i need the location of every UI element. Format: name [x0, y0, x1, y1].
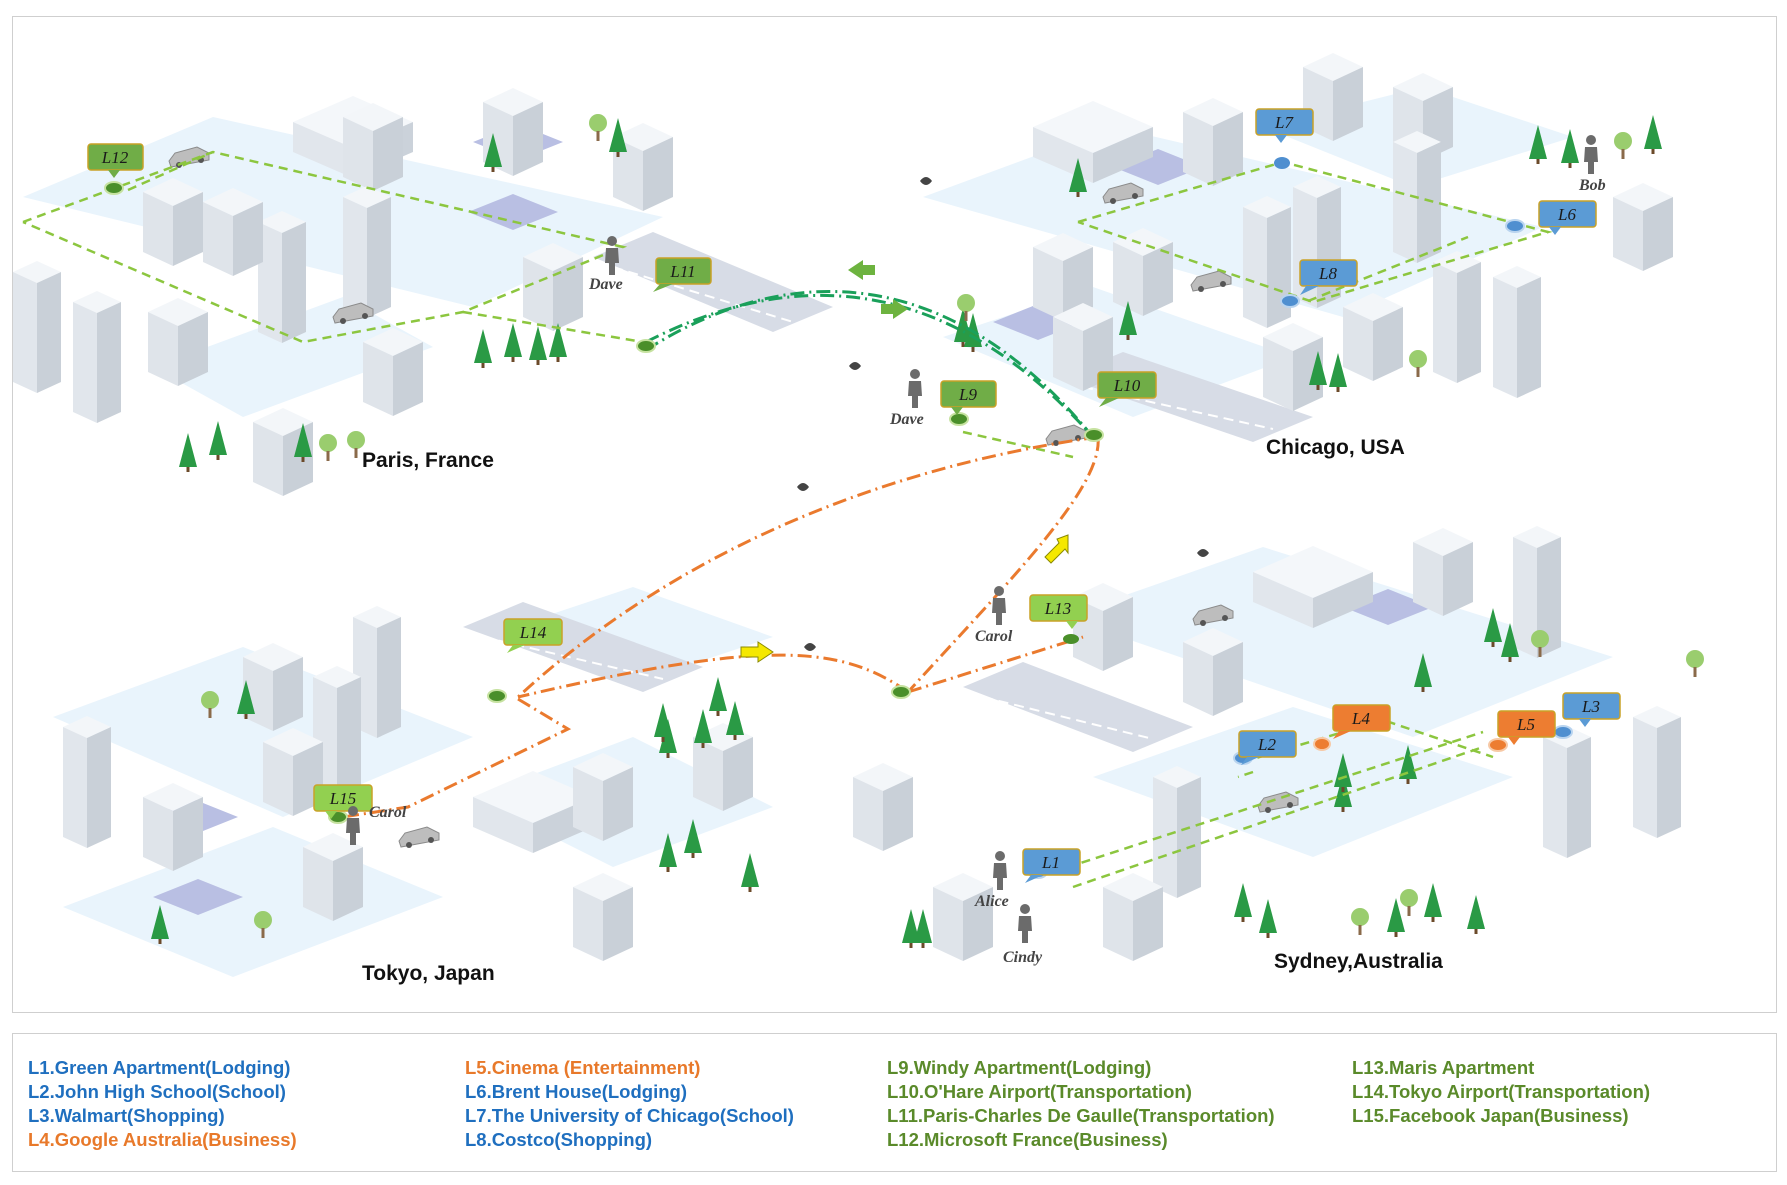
- svg-text:L9: L9: [958, 385, 977, 404]
- tag-L3[interactable]: L3: [1562, 692, 1621, 727]
- legend-column-4: L13.Maris Apartment L14.Tokyo Airport(Tr…: [1352, 1056, 1650, 1128]
- tag-L12[interactable]: L12: [87, 143, 144, 178]
- legend-item: L4.Google Australia(Business): [28, 1129, 297, 1150]
- city-label-sydney: Sydney,Australia: [1274, 950, 1443, 973]
- person-cindy: Cindy: [1003, 949, 1043, 966]
- person-alice: Alice: [974, 893, 1009, 910]
- legend-item: L2.John High School(School): [28, 1081, 286, 1102]
- direction-arrows: [740, 260, 1069, 663]
- person-dave-chicago: Dave: [889, 411, 924, 428]
- tag-L10[interactable]: L10: [1097, 371, 1157, 407]
- legend-item: L10.O'Hare Airport(Transportation): [887, 1081, 1192, 1102]
- tag-L14[interactable]: L14: [503, 618, 563, 653]
- tag-L4[interactable]: L4: [1332, 704, 1391, 739]
- city-label-paris: Paris, France: [362, 449, 494, 472]
- legend-item: L13.Maris Apartment: [1352, 1057, 1535, 1078]
- svg-text:L12: L12: [101, 148, 129, 167]
- svg-text:L8: L8: [1318, 264, 1337, 283]
- svg-text:L3: L3: [1581, 697, 1600, 716]
- legend-item: L1.Green Apartment(Lodging): [28, 1057, 291, 1078]
- location-tags: L12 L11 L9 L10 L7 L6: [87, 108, 1621, 883]
- svg-text:L5: L5: [1516, 715, 1535, 734]
- person-carol-tokyo: Carol: [369, 804, 407, 821]
- svg-text:L11: L11: [669, 262, 695, 281]
- legend-item: L7.The University of Chicago(School): [465, 1105, 794, 1126]
- legend-item: L12.Microsoft France(Business): [887, 1129, 1168, 1150]
- tag-L5[interactable]: L5: [1497, 710, 1556, 745]
- route-paris-chicago: [645, 290, 1095, 438]
- svg-text:L14: L14: [519, 623, 547, 642]
- person-bob: Bob: [1578, 177, 1606, 194]
- legend-item: L11.Paris-Charles De Gaulle(Transportati…: [887, 1105, 1275, 1126]
- legend: L1.Green Apartment(Lodging) L2.John High…: [12, 1033, 1777, 1172]
- legend-item: L6.Brent House(Lodging): [465, 1081, 687, 1102]
- city-label-chicago: Chicago, USA: [1266, 436, 1405, 459]
- route-orange: [342, 435, 1100, 819]
- svg-text:L2: L2: [1257, 735, 1276, 754]
- legend-item: L3.Walmart(Shopping): [28, 1105, 225, 1126]
- tag-L9[interactable]: L9: [940, 380, 997, 415]
- person-carol-sydney: Carol: [975, 628, 1013, 645]
- svg-text:L10: L10: [1113, 376, 1141, 395]
- legend-column-3: L9.Windy Apartment(Lodging) L10.O'Hare A…: [887, 1056, 1275, 1152]
- svg-text:L4: L4: [1351, 709, 1370, 728]
- legend-item: L14.Tokyo Airport(Transportation): [1352, 1081, 1651, 1102]
- svg-text:L13: L13: [1044, 599, 1071, 618]
- legend-item: L9.Windy Apartment(Lodging): [887, 1057, 1152, 1078]
- legend-item: L5.Cinema (Entertainment): [465, 1057, 701, 1078]
- svg-text:L1: L1: [1041, 853, 1060, 872]
- map-illustration: L12 L11 L9 L10 L7 L6: [12, 16, 1777, 1013]
- legend-column-1: L1.Green Apartment(Lodging) L2.John High…: [28, 1056, 297, 1152]
- tag-L8[interactable]: L8: [1299, 259, 1358, 295]
- legend-item: L15.Facebook Japan(Business): [1352, 1105, 1629, 1126]
- tag-L7[interactable]: L7: [1255, 108, 1314, 143]
- people: Dave Dave Bob Carol Carol Alice Cindy: [346, 135, 1606, 966]
- svg-text:L15: L15: [329, 789, 356, 808]
- tag-L15[interactable]: L15: [313, 784, 373, 819]
- svg-text:L7: L7: [1274, 113, 1294, 132]
- tag-L2[interactable]: L2: [1238, 730, 1297, 765]
- person-dave-paris: Dave: [588, 276, 623, 293]
- city-label-tokyo: Tokyo, Japan: [362, 962, 495, 985]
- legend-column-2: L5.Cinema (Entertainment) L6.Brent House…: [465, 1056, 794, 1152]
- svg-text:L6: L6: [1557, 205, 1576, 224]
- tag-L1[interactable]: L1: [1022, 848, 1081, 883]
- tag-L11[interactable]: L11: [653, 257, 712, 292]
- tag-L13[interactable]: L13: [1029, 594, 1088, 629]
- tag-L6[interactable]: L6: [1538, 200, 1597, 235]
- city-labels: Paris, France Chicago, USA Tokyo, Japan …: [362, 436, 1443, 985]
- legend-item: L8.Costco(Shopping): [465, 1129, 653, 1150]
